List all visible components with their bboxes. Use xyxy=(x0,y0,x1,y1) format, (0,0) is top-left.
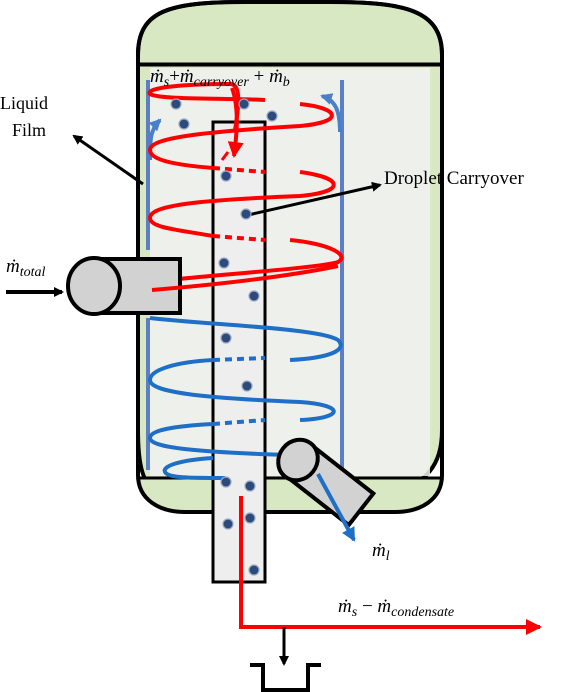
droplet-dot-icon xyxy=(220,476,232,488)
droplet-dot-icon xyxy=(238,98,250,110)
liquid-film-label-line1: Liquid xyxy=(0,93,48,113)
vessel-outline xyxy=(136,0,444,514)
liquid-outlet-nozzle xyxy=(276,437,377,528)
droplet-dot-icon xyxy=(248,564,260,576)
liquid-outflow-label: ṁl xyxy=(372,540,390,564)
droplet-carryover-label: Droplet Carryover xyxy=(384,168,524,189)
bottom-head xyxy=(140,479,440,510)
droplet-dot-icon xyxy=(178,118,190,130)
droplet-dot-icon xyxy=(220,170,232,182)
droplet-dot-icon xyxy=(240,208,252,220)
droplet-dot-icon xyxy=(241,380,253,392)
liquid-outlet-arrow-icon xyxy=(316,473,356,542)
droplet-dot-icon xyxy=(244,480,256,492)
droplet-dot-icon xyxy=(266,110,278,122)
cold-swirl xyxy=(147,316,343,480)
droplet-dot-icon xyxy=(170,98,182,110)
swirl-down-arrow-icon xyxy=(227,87,244,158)
top-formula: ṁs+ṁcarryover + ṁb xyxy=(150,66,290,90)
gas-outlet-path xyxy=(239,496,542,635)
droplets xyxy=(170,98,278,576)
vessel-inner-zone xyxy=(150,68,430,476)
top-head xyxy=(140,4,440,64)
film-lift-right-icon xyxy=(320,93,342,133)
inlet-swirl-red xyxy=(151,264,339,292)
droplet-pointer-icon xyxy=(247,181,382,217)
droplet-dot-icon xyxy=(220,332,232,344)
droplet-dot-icon xyxy=(222,518,234,530)
droplet-dot-icon xyxy=(244,512,256,524)
droplet-dot-icon xyxy=(218,257,230,269)
droplet-dot-icon xyxy=(248,290,260,302)
inlet-nozzle xyxy=(66,256,182,316)
film-lift-left-icon xyxy=(148,118,162,161)
gas-outflow-label: ṁs − ṁcondensate xyxy=(338,596,454,620)
total-flow-label: ṁtotal xyxy=(6,256,46,280)
liquid-film-pointer-icon xyxy=(72,134,144,186)
drain-trap-icon xyxy=(250,663,321,692)
liquid-film-label-line2: Film xyxy=(12,120,46,140)
